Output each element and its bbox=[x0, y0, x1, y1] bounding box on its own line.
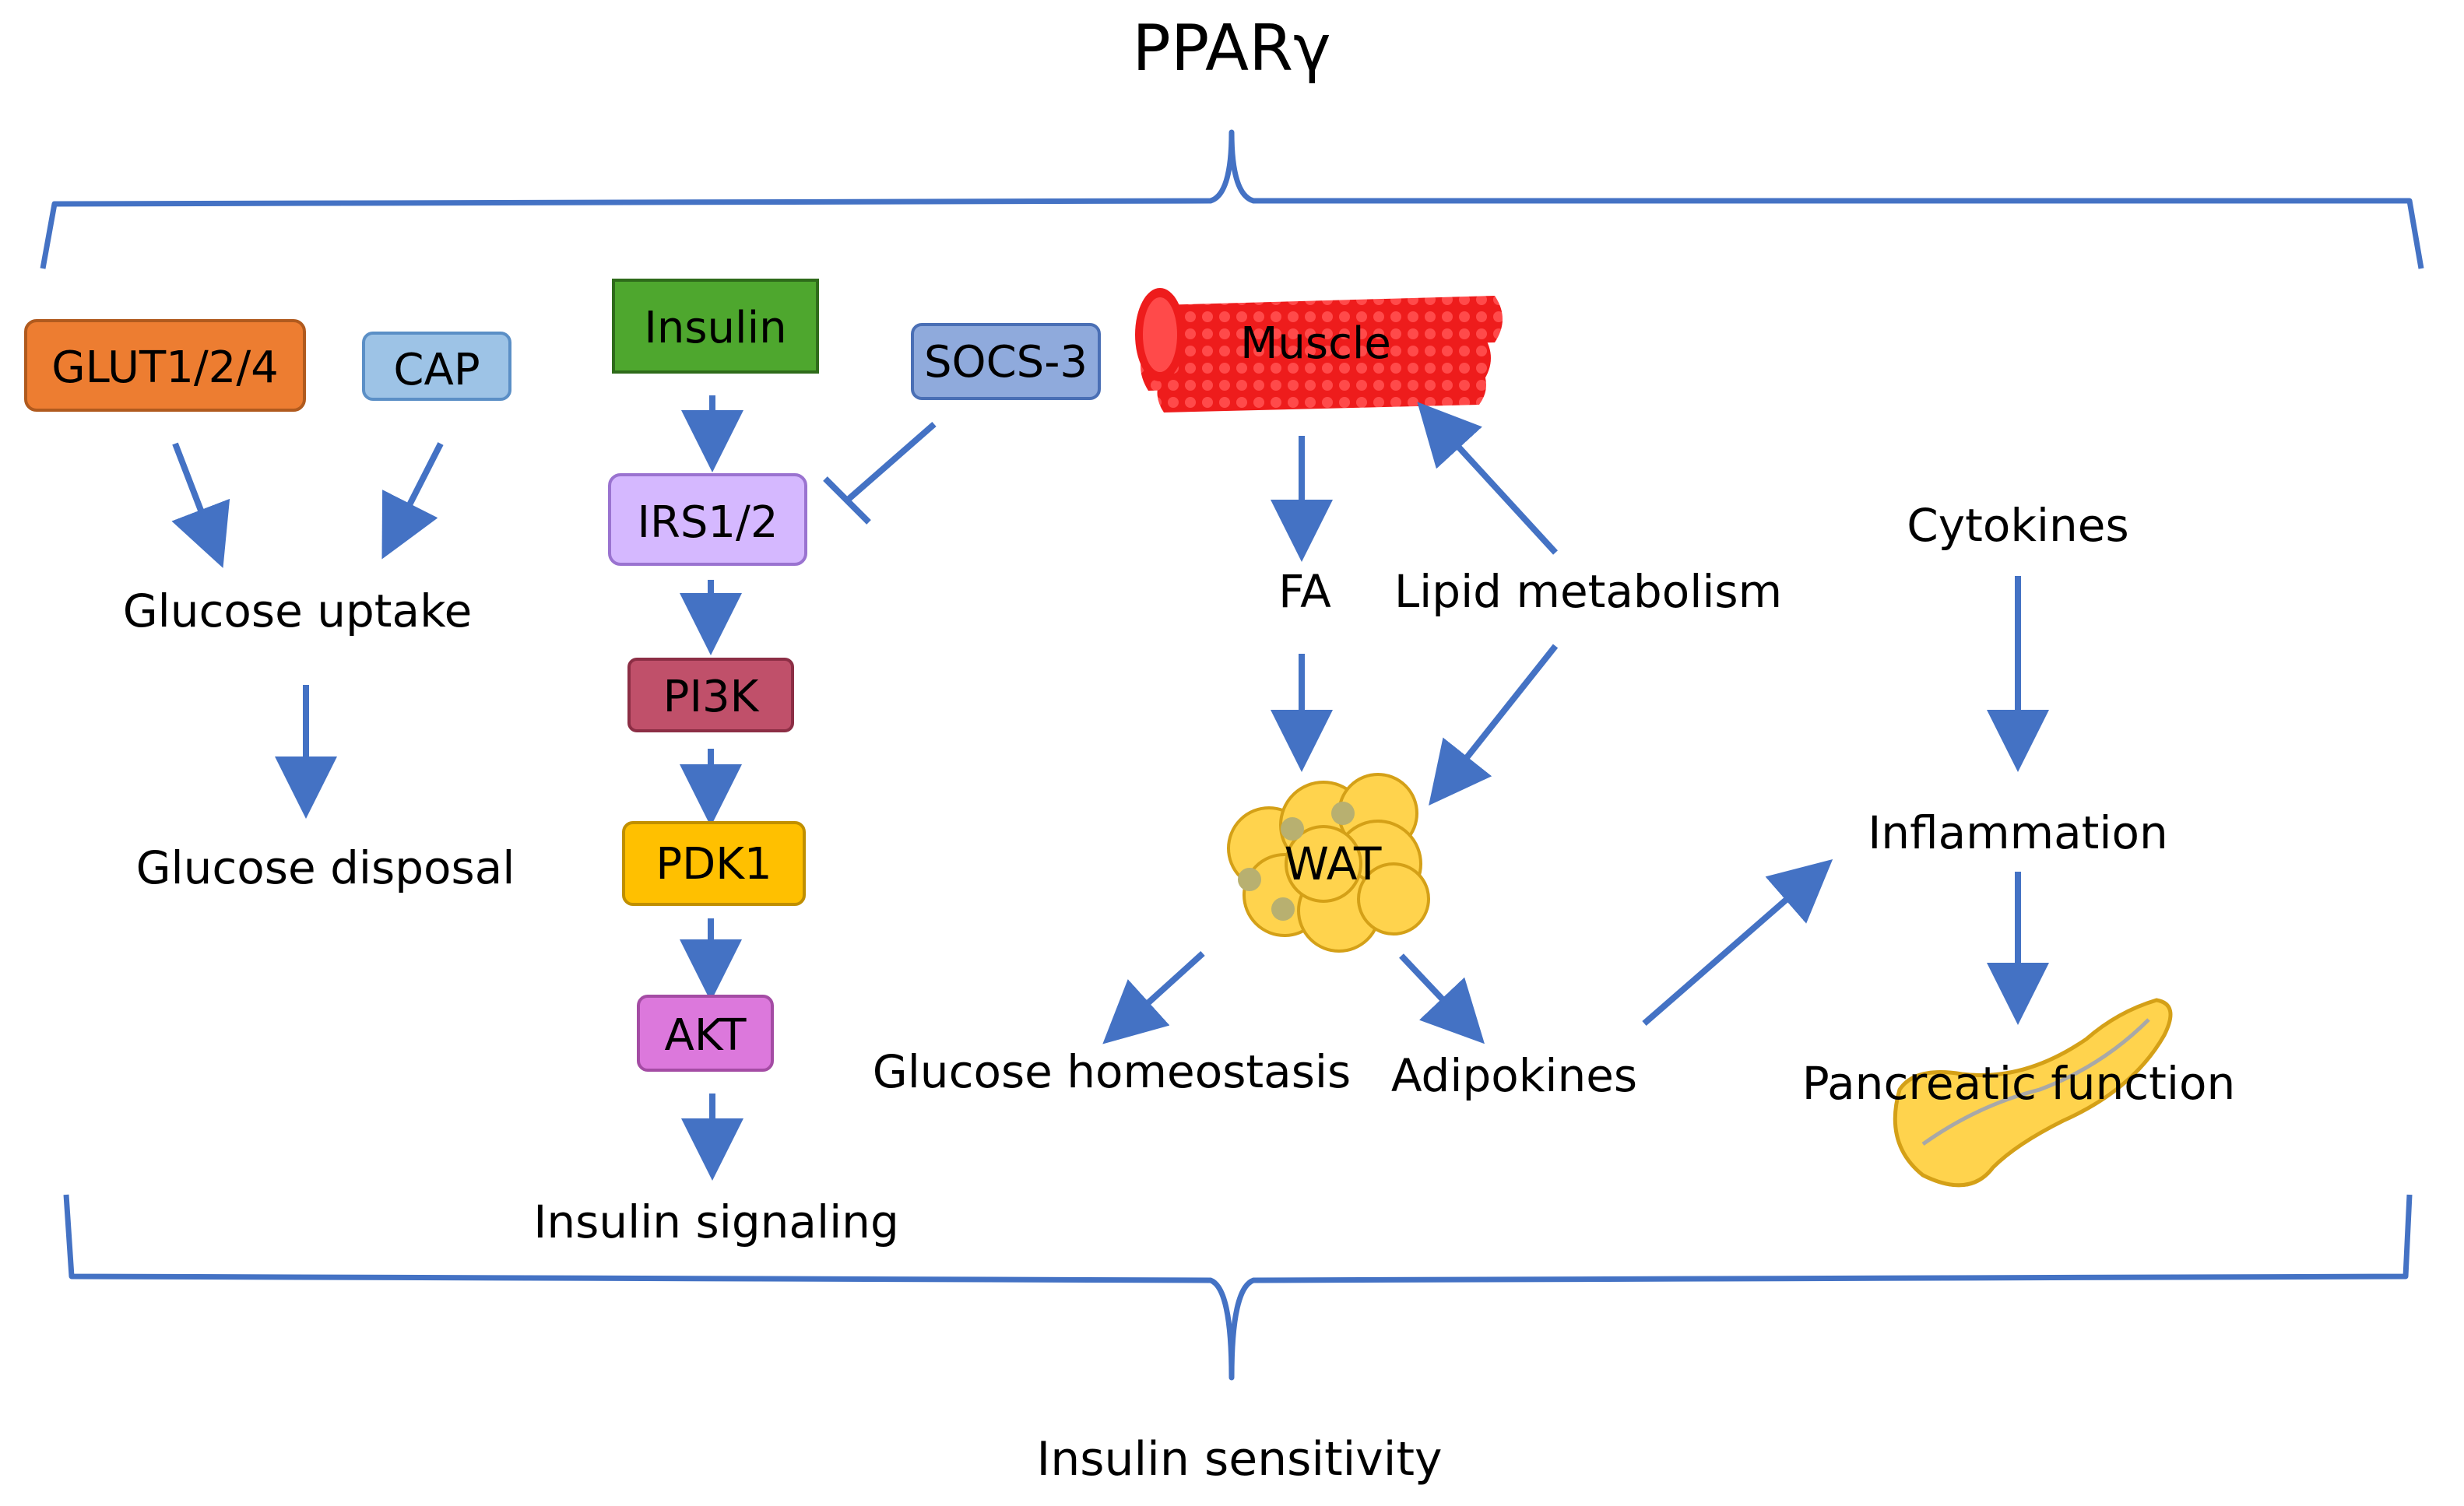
insulin-label: Insulin bbox=[644, 303, 786, 353]
lipid-to-muscle-arrow bbox=[1417, 402, 1558, 555]
pdk1-box bbox=[622, 821, 806, 906]
diagram-footer: Insulin sensitivity bbox=[1037, 1432, 1443, 1487]
insulin-box bbox=[612, 279, 819, 374]
glut-label: GLUT1/2/4 bbox=[51, 342, 279, 393]
socs3-box bbox=[911, 323, 1101, 400]
muscle-label: Muscle bbox=[1240, 318, 1391, 369]
cap-box bbox=[362, 332, 511, 401]
pi3k-box bbox=[627, 658, 794, 732]
cytokines-label: Cytokines bbox=[1907, 499, 2128, 552]
adipokines-label: Adipokines bbox=[1391, 1049, 1637, 1102]
inflammation-label: Inflammation bbox=[1868, 806, 2168, 859]
diagram-title: PPARγ bbox=[1132, 12, 1330, 86]
top-brace bbox=[40, 129, 2424, 269]
glut-box bbox=[24, 319, 306, 412]
wat-illustration bbox=[1227, 773, 1430, 953]
pi3k-label: PI3K bbox=[663, 672, 760, 722]
lipid-to-wat-arrow bbox=[1429, 644, 1559, 806]
fa-label: FA bbox=[1278, 565, 1331, 618]
insulin-signaling-label: Insulin signaling bbox=[533, 1195, 899, 1248]
wat-to-adipokines-arrow bbox=[1399, 953, 1485, 1044]
muscle-illustration bbox=[1135, 288, 1503, 412]
socs3-inhibition-bar bbox=[823, 476, 871, 525]
wat-to-homeostasis-arrow bbox=[1102, 951, 1205, 1044]
pancreatic-function-label: Pancreatic function bbox=[1802, 1057, 2235, 1110]
irs-label: IRS1/2 bbox=[637, 497, 778, 548]
cap-label: CAP bbox=[393, 345, 480, 395]
glucose-homeostasis-label: Glucose homeostasis bbox=[873, 1045, 1352, 1098]
lipid-metabolism-label: Lipid metabolism bbox=[1394, 565, 1782, 618]
bottom-brace bbox=[63, 1194, 2413, 1381]
socs3-inhibits-irs bbox=[845, 421, 937, 504]
pdk1-label: PDK1 bbox=[656, 839, 772, 890]
glucose-disposal-label: Glucose disposal bbox=[136, 841, 515, 894]
glucose-uptake-label: Glucose uptake bbox=[123, 584, 473, 637]
irs-box bbox=[608, 473, 807, 566]
akt-label: AKT bbox=[665, 1010, 747, 1061]
glut-to-uptake-arrow bbox=[171, 442, 230, 568]
akt-box bbox=[637, 995, 774, 1072]
wat-label: WAT bbox=[1285, 837, 1382, 890]
pancreas-illustration bbox=[1893, 998, 2173, 1188]
adipokines-to-inflammation-arrow bbox=[1642, 858, 1833, 1027]
cap-to-uptake-arrow bbox=[381, 442, 444, 560]
socs3-label: SOCS-3 bbox=[924, 337, 1088, 388]
